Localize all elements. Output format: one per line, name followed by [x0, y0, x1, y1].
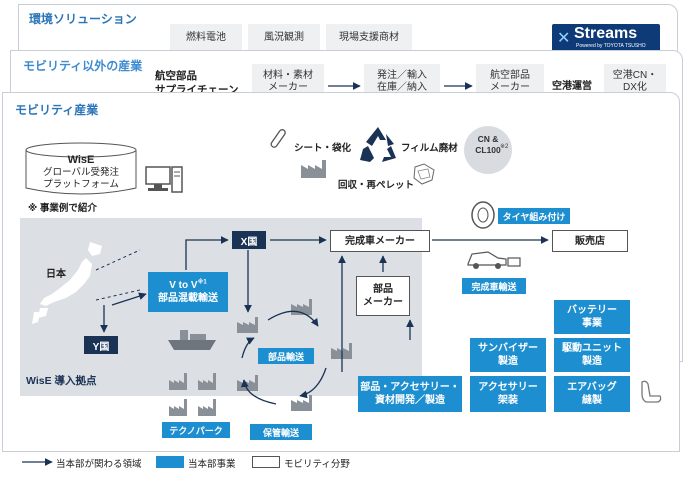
wise-base-label: WisE 導入拠点 — [20, 372, 108, 392]
battery-box: バッテリー 事業 — [554, 300, 630, 334]
vtov-title: V to V — [169, 280, 198, 291]
legend-blue-swatch — [156, 456, 184, 468]
env-item-fuel-cell: 燃料電池 — [170, 24, 242, 52]
film-waste-icon — [413, 163, 435, 185]
mobility-title: モビリティ産業 — [15, 103, 99, 117]
japan-label: 日本 — [46, 269, 66, 280]
vtov-sub: 部品混載輸送 — [158, 293, 218, 304]
dealer-box: 販売店 — [552, 230, 628, 252]
factory-icon-1 — [237, 317, 258, 333]
env-item-site-support: 現場支援商材 — [326, 24, 412, 52]
vtov-title-row: V to V※1 — [169, 279, 207, 292]
computer-icon — [145, 166, 183, 193]
technopark-label: テクノパーク — [162, 422, 230, 438]
wise-database-icon — [25, 142, 137, 195]
factory-icon-5 — [291, 395, 312, 411]
wise-desc: グローバル受発注 プラットフォーム — [43, 167, 119, 191]
seat-icon — [641, 380, 662, 403]
wise-note: ※ 事業例で紹介 — [28, 203, 97, 214]
parts-transport-label: 部品輸送 — [258, 348, 314, 364]
non-mobility-title: モビリティ以外の産業 — [23, 59, 143, 73]
recycle-pellet-label: 回収・再ペレット — [338, 180, 415, 191]
legend-white-text: モビリティ分野 — [284, 459, 350, 470]
factory-icon-recycle — [301, 160, 326, 178]
tire-icon — [471, 201, 495, 229]
truck-icon — [467, 251, 521, 269]
tube-icon — [270, 129, 286, 148]
recycle-film-label: フィルム廃材 — [401, 143, 458, 154]
tire-assembly-label: タイヤ組み付け — [498, 208, 570, 224]
dev-manufacture-box: 部品・アクセサリー・ 資材開発／製造 — [358, 376, 462, 412]
parts-maker-box: 部品 メーカー — [356, 276, 410, 316]
cn-badge-icon — [464, 126, 512, 174]
streams-logo-mark: ✕ — [557, 30, 571, 47]
japan-map-icon — [32, 242, 102, 324]
wise-name: WisE — [67, 154, 95, 166]
cn-badge-text: CN & CL100 — [475, 134, 501, 155]
ship-icon — [168, 330, 216, 350]
legend-arrow-text: 当本部が関わる領域 — [56, 459, 142, 470]
oem-box: 完成車メーカー — [330, 230, 430, 252]
vehicle-transport-label: 完成車輸送 — [462, 278, 526, 294]
technopark-factories-icon — [169, 373, 216, 416]
legend-blue-text: 当本部事業 — [188, 459, 236, 470]
vtov-box: V to V※1 部品混載輸送 — [148, 272, 228, 312]
sun-visor-box: サンバイザー 製造 — [470, 338, 546, 372]
x-country-box: X国 — [232, 231, 266, 249]
airport-label: 空港運営 — [552, 81, 592, 92]
cn-badge-note: ※2 — [500, 144, 509, 150]
streams-logo-text: Streams — [574, 25, 638, 42]
streams-logo-sub: Powered by TOYOTA TSUSHO — [576, 43, 646, 49]
y-country-box: Y国 — [84, 336, 118, 354]
airbag-box: エアバッグ 縫製 — [554, 376, 630, 412]
env-item-wind: 風況観測 — [248, 24, 320, 52]
vtov-note: ※1 — [197, 279, 207, 286]
env-solution-title: 環境ソリューション — [29, 12, 137, 26]
legend-white-swatch — [252, 456, 280, 468]
accessory-box: アクセサリー 架装 — [470, 376, 546, 412]
drive-unit-box: 駆動ユニット 製造 — [554, 338, 630, 372]
recycle-sheet-label: シート・袋化 — [294, 143, 352, 154]
streams-logo: ✕ Streams Powered by TOYOTA TSUSHO — [552, 24, 660, 52]
storage-transport-label: 保管輸送 — [250, 424, 312, 440]
recycle-icon — [360, 127, 396, 162]
